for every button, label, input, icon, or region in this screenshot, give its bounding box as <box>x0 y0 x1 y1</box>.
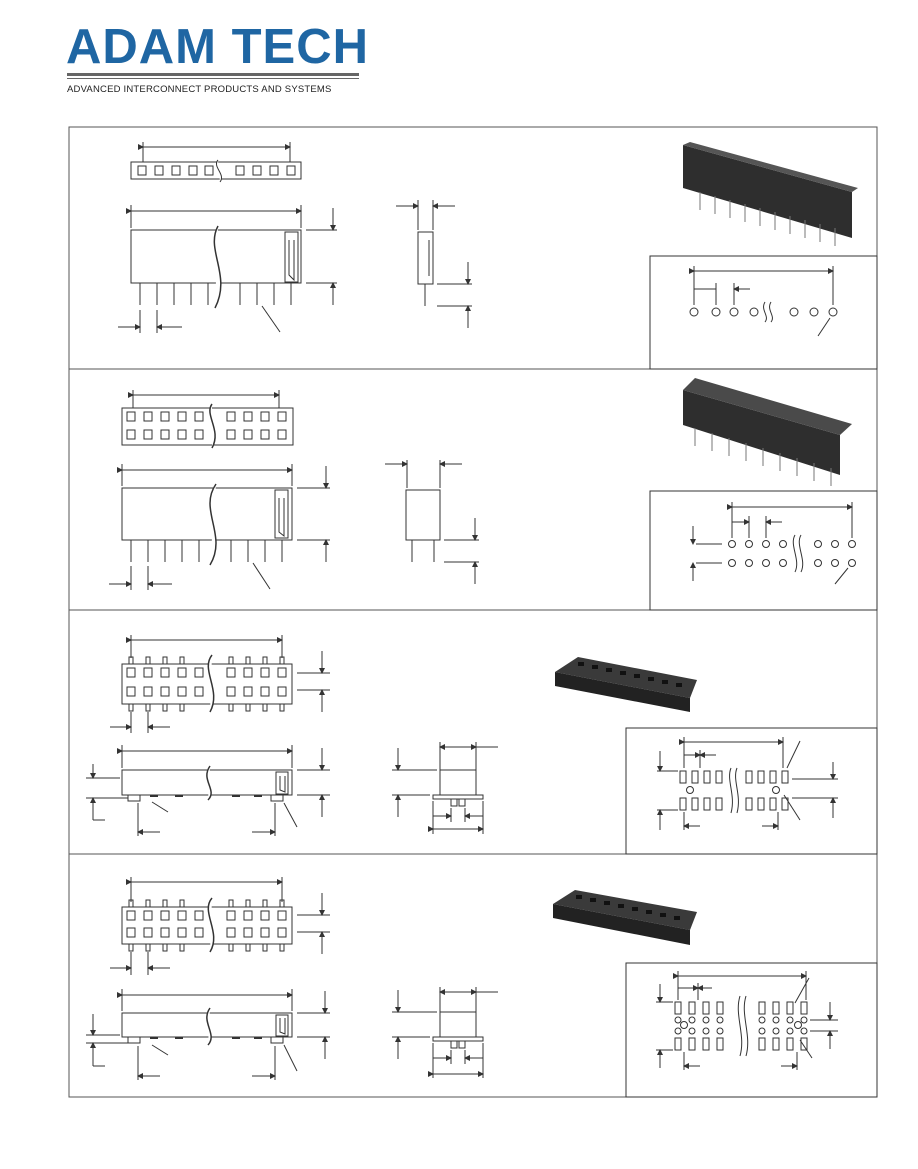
photo-dual-row-smt <box>555 657 697 712</box>
panel-dual-row-smt <box>86 635 878 855</box>
photo-single-row <box>683 142 858 246</box>
logo-rule-thin <box>67 78 359 79</box>
brand-tagline: ADVANCED INTERCONNECT PRODUCTS AND SYSTE… <box>67 84 332 95</box>
panel-dual-row-smt-posts <box>86 877 878 1098</box>
photo-dual-row <box>683 378 852 486</box>
drawing-frame <box>68 126 878 1098</box>
header: ADAM TECH ADVANCED INTERCONNECT PRODUCTS… <box>0 0 918 110</box>
logo-rule <box>67 73 359 76</box>
panel-single-row <box>118 142 878 370</box>
brand-logo: ADAM TECH <box>66 20 369 74</box>
panel-dual-row <box>109 390 878 611</box>
photo-dual-row-smt-posts <box>553 890 697 945</box>
